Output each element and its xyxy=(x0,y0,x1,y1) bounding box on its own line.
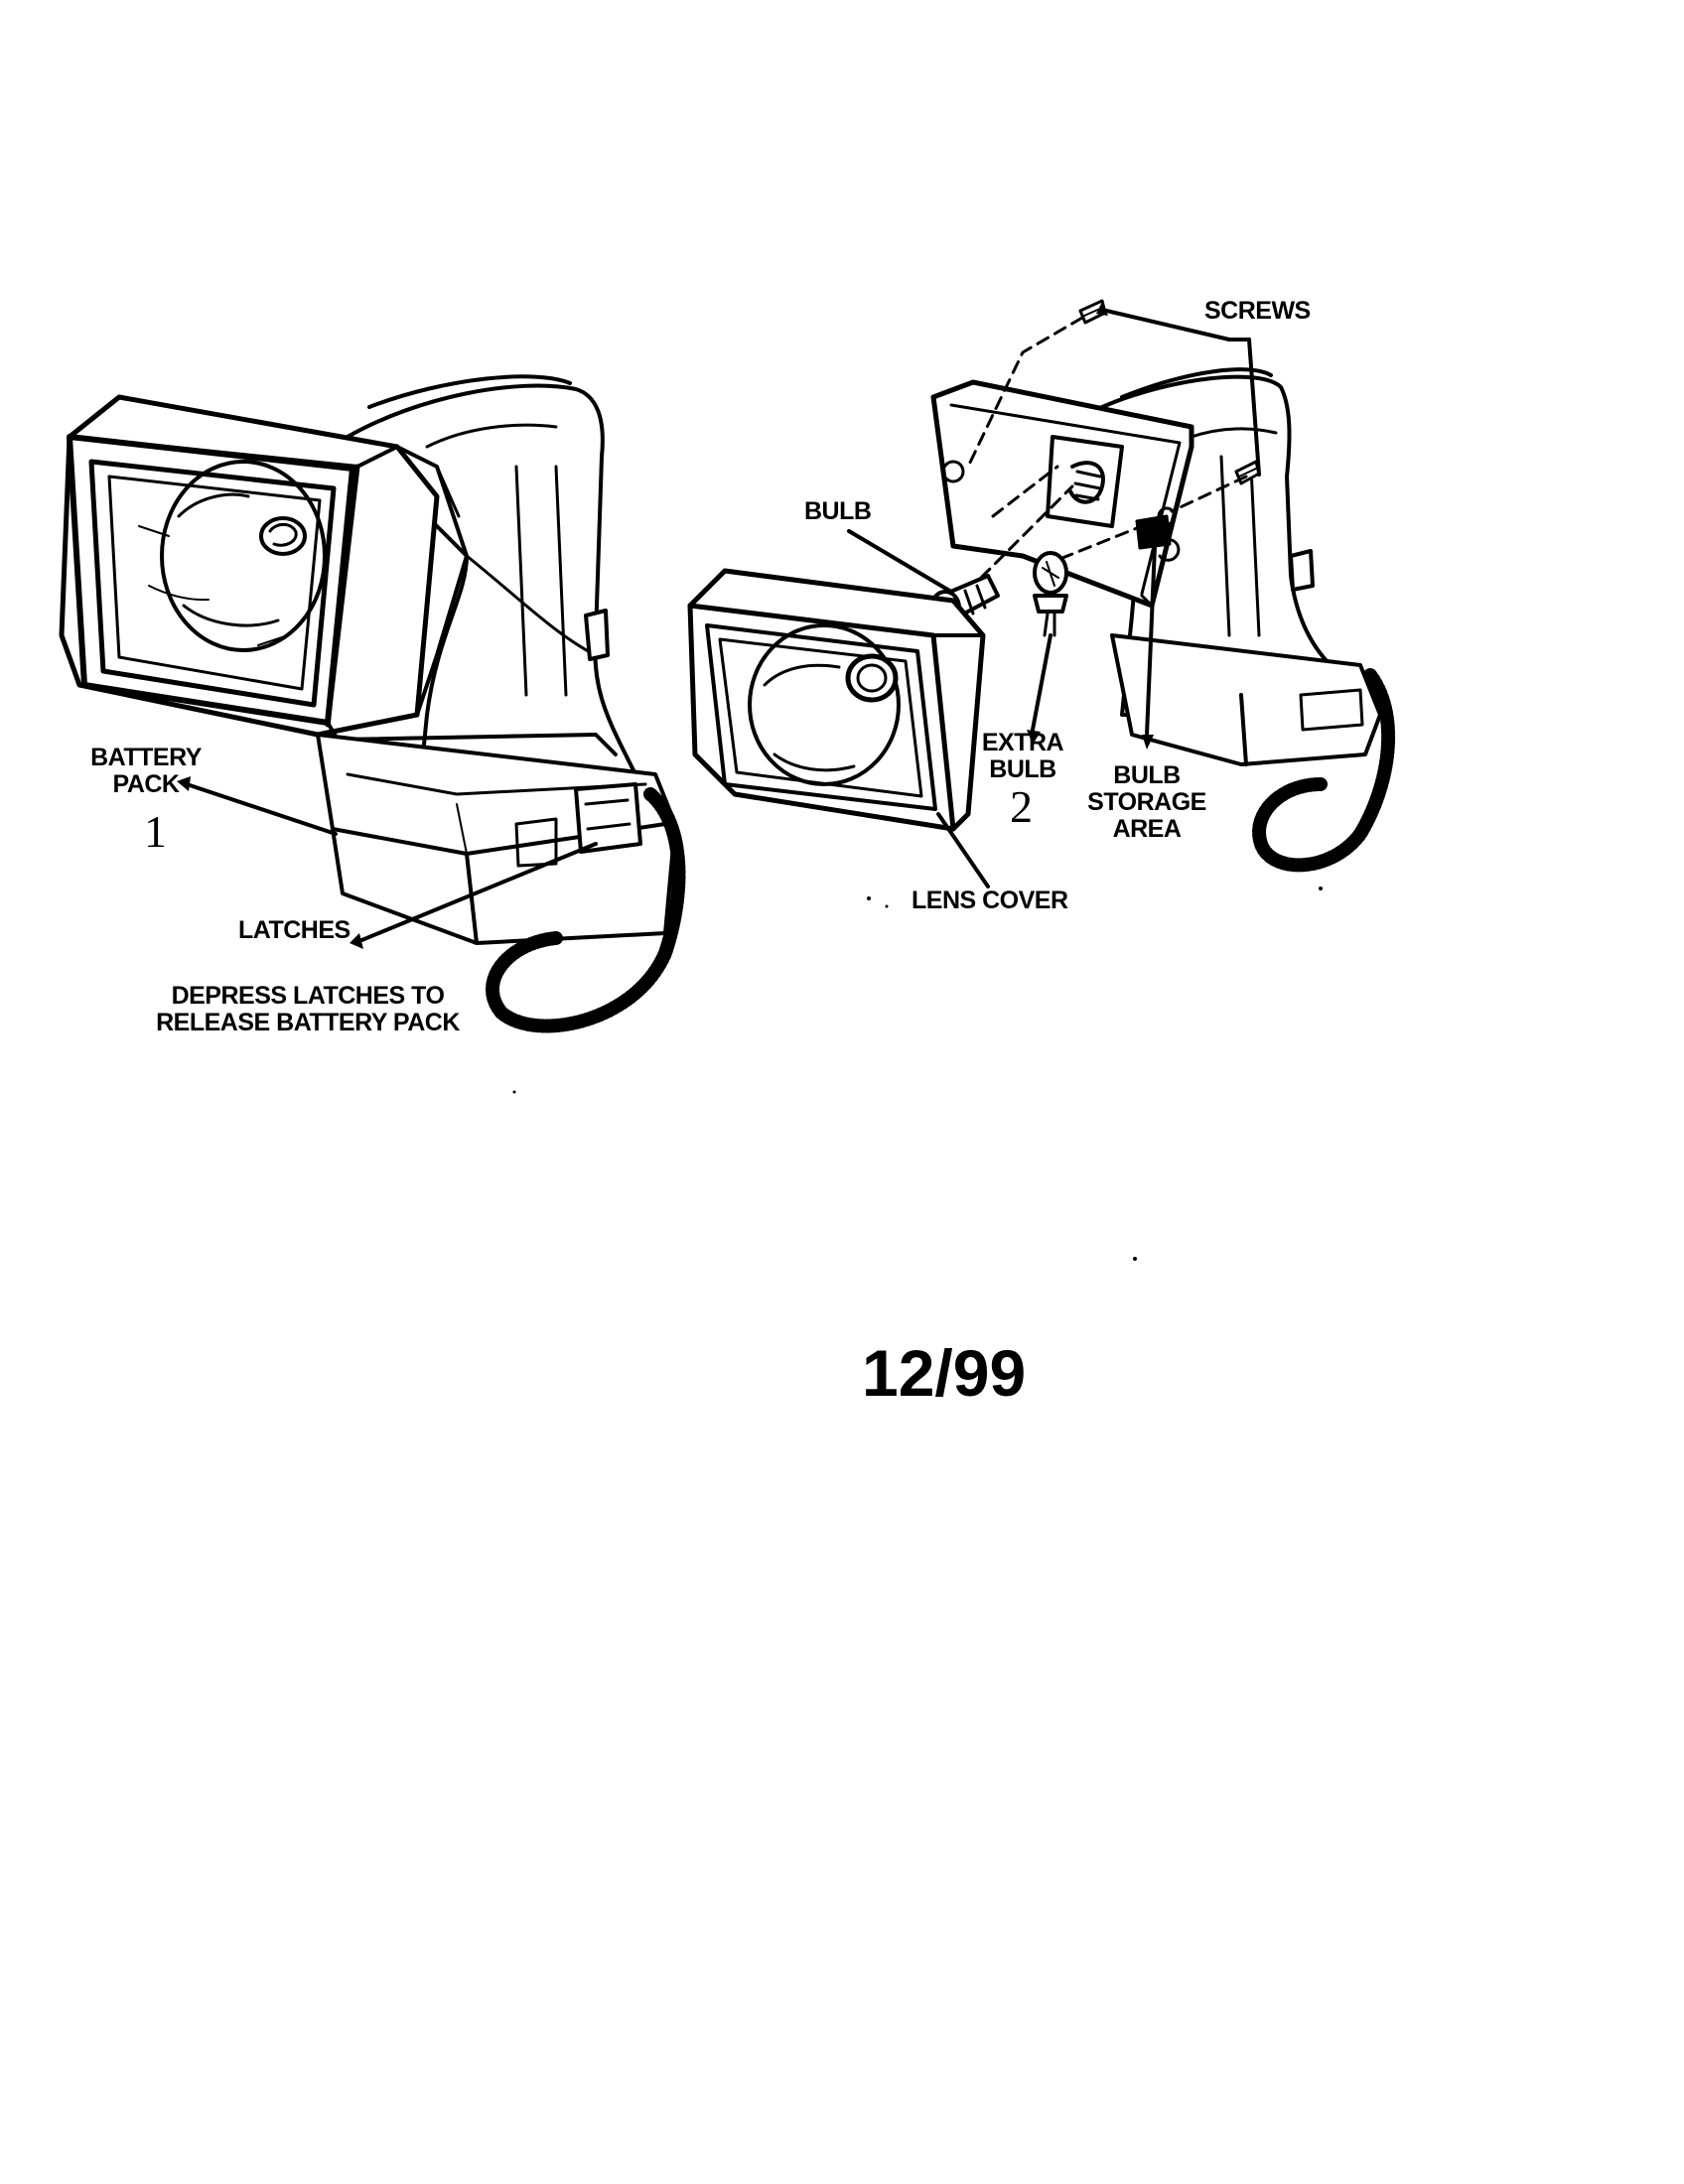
extra-bulb-label-line-2: BULB xyxy=(989,755,1056,783)
leader-arrowheads xyxy=(177,302,1154,949)
assembled-flashlight-drawing xyxy=(59,374,686,1033)
exploded-flashlight-drawing xyxy=(687,299,1396,873)
screws-label: SCREWS xyxy=(1204,297,1311,325)
extra-bulb-leader xyxy=(1031,633,1052,732)
bulb-storage-label-line-1: BULB xyxy=(1113,761,1181,789)
scan-specks xyxy=(512,887,1323,1261)
lens-cover-leader xyxy=(936,812,990,888)
screws-leader-top xyxy=(1100,308,1231,341)
bulb-storage-area-label: BULB STORAGE AREA xyxy=(1077,762,1216,843)
latches-leader xyxy=(357,842,598,943)
bulb-storage-label-line-2: STORAGE xyxy=(1087,788,1206,816)
battery-pack-label-line-1: BATTERY xyxy=(90,744,202,771)
depress-latches-note: DEPRESS LATCHES TO RELEASE BATTERY PACK xyxy=(139,983,477,1036)
extra-bulb-label: EXTRA BULB xyxy=(968,730,1077,783)
depress-note-line-1: DEPRESS LATCHES TO xyxy=(171,982,445,1010)
date-code: 12/99 xyxy=(862,1336,1027,1410)
extra-bulb-label-line-1: EXTRA xyxy=(981,729,1064,756)
step-1-number: 1 xyxy=(144,806,167,857)
latches-label: LATCHES xyxy=(238,916,351,944)
battery-pack-label: BATTERY PACK xyxy=(81,745,210,798)
bulb-storage-leader xyxy=(1145,544,1157,737)
bulb-label: BULB xyxy=(804,497,872,525)
step-2-number: 2 xyxy=(1010,781,1033,832)
battery-pack-leader xyxy=(185,782,338,836)
leader-lines xyxy=(185,308,1261,943)
bulb-leader xyxy=(847,529,953,594)
lens-cover-label: LENS COVER xyxy=(912,887,1068,914)
screws-leader-right xyxy=(1247,338,1261,477)
extra-bulb-drawing xyxy=(1033,551,1068,637)
battery-pack-label-line-2: PACK xyxy=(112,770,180,798)
lens-cover-drawing xyxy=(687,568,986,832)
bulb-storage-label-line-3: AREA xyxy=(1112,815,1182,843)
depress-note-line-2: RELEASE BATTERY PACK xyxy=(156,1009,460,1036)
